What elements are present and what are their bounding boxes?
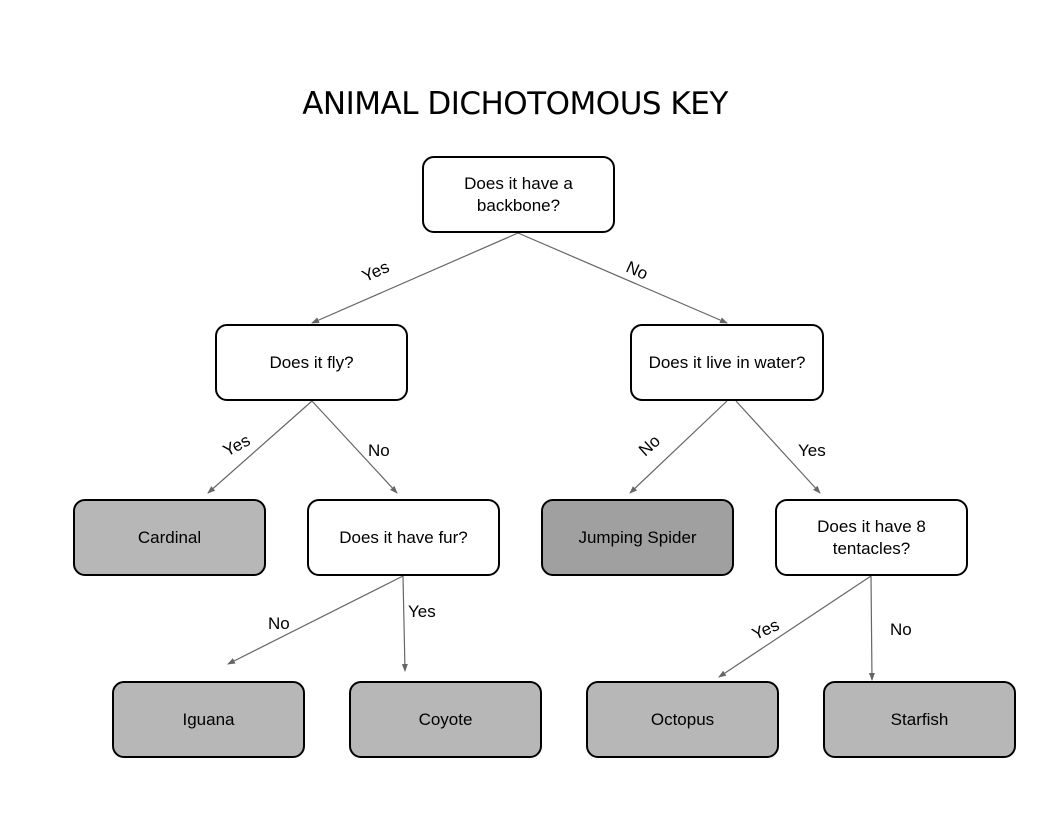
leaf-octopus: Octopus	[586, 681, 779, 758]
node-tentacles-question: Does it have 8 tentacles?	[775, 499, 968, 576]
edge-fly-fur	[311, 400, 398, 494]
leaf-iguana: Iguana	[112, 681, 305, 758]
edge-fur-coyote	[401, 575, 408, 672]
node-fur-question: Does it have fur?	[307, 499, 500, 576]
edge-fly-cardinal	[207, 400, 313, 494]
leaf-cardinal: Cardinal	[73, 499, 266, 576]
edge-water-tentacles	[735, 400, 821, 494]
edge-backbone-water	[517, 232, 728, 324]
leaf-coyote: Coyote	[349, 681, 542, 758]
edge-label-fly-no: No	[368, 441, 390, 460]
leaf-jumping-spider: Jumping Spider	[541, 499, 734, 576]
edge-label-fur-yes: Yes	[408, 602, 436, 621]
edge-tentacles-octopus	[718, 575, 872, 678]
edge-label-water-yes: Yes	[798, 441, 826, 460]
edge-fur-iguana	[227, 575, 404, 665]
leaf-starfish: Starfish	[823, 681, 1016, 758]
node-water-question: Does it live in water?	[630, 324, 824, 401]
node-backbone-question: Does it have a backbone?	[422, 156, 615, 233]
diagram-title: ANIMAL DICHOTOMOUS KEY	[302, 86, 728, 122]
edge-label-tentacles-no: No	[890, 620, 912, 639]
edge-water-spider	[629, 400, 728, 494]
node-fly-question: Does it fly?	[215, 324, 408, 401]
edge-label-fur-no: No	[268, 614, 290, 633]
edge-backbone-fly	[311, 232, 519, 324]
edge-tentacles-starfish	[868, 575, 875, 681]
